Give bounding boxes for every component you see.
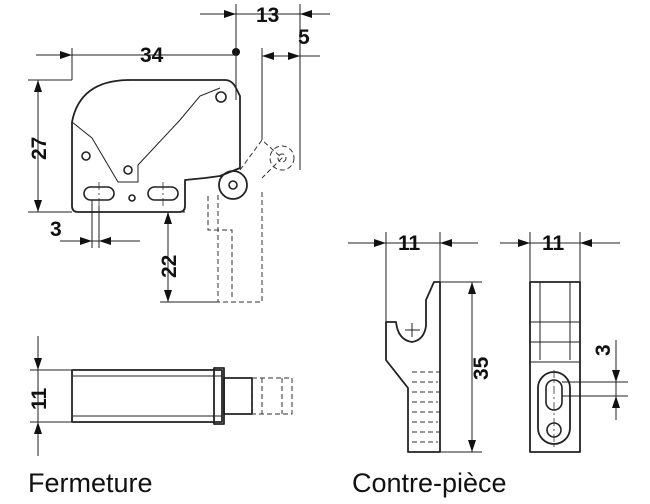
caption-fermeture: Fermeture — [28, 468, 153, 498]
latch-top-view — [71, 367, 293, 425]
dim-3-latch: 3 — [50, 200, 140, 248]
dim-11-right-label: 11 — [542, 232, 565, 255]
strike-side-view — [385, 281, 441, 453]
dim-11-height: 11 — [28, 336, 72, 456]
dim-27-label: 27 — [28, 137, 51, 160]
dim-22: 22 — [158, 211, 218, 303]
dim-13: 13 — [200, 4, 330, 170]
dim-27: 27 — [28, 79, 72, 213]
caption-contre-piece: Contre-pièce — [352, 468, 507, 498]
dim-22-label: 22 — [158, 255, 181, 278]
dim-34-label: 34 — [140, 44, 164, 67]
dim-3-slot: 3 — [562, 340, 628, 420]
strike-front-view — [529, 281, 581, 453]
dim-11-left: 11 — [348, 232, 478, 322]
dim-11-height-label: 11 — [28, 387, 51, 410]
dim-3-latch-label: 3 — [50, 218, 62, 241]
dim-5: 5 — [261, 26, 320, 140]
dim-35-label: 35 — [470, 356, 493, 380]
dim-5-label: 5 — [298, 26, 310, 49]
latch-side-view — [71, 48, 295, 303]
dim-34: 34 — [36, 44, 237, 100]
dim-11-left-label: 11 — [398, 232, 421, 255]
dim-35: 35 — [440, 281, 493, 453]
dim-3-slot-label: 3 — [592, 344, 615, 356]
dim-13-label: 13 — [256, 4, 279, 27]
dim-11-right: 11 — [500, 232, 620, 282]
